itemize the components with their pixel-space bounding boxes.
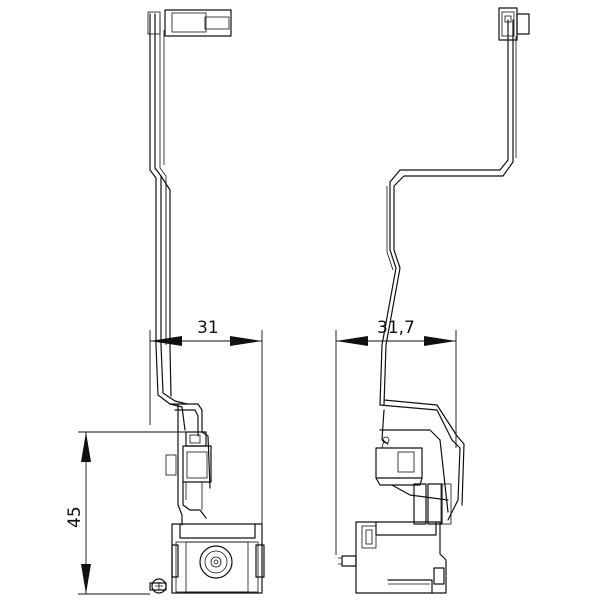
left-base-block <box>149 523 265 594</box>
left-width-label: 31 <box>197 318 219 338</box>
right-wire <box>379 19 517 406</box>
right-top-connector <box>498 7 530 41</box>
right-view: 31,7 <box>335 7 530 594</box>
left-width-dimension: 31 <box>150 318 262 346</box>
left-top-connector <box>147 9 232 37</box>
height-dimension: 45 <box>65 431 188 595</box>
right-width-dimension: 31,7 <box>336 318 456 346</box>
left-wire <box>149 13 188 431</box>
height-label: 45 <box>65 506 85 528</box>
left-view: 31 45 <box>65 9 265 595</box>
right-width-label: 31,7 <box>377 318 415 338</box>
left-latch-assembly <box>165 403 212 526</box>
right-latch-assembly <box>375 399 465 525</box>
right-base-block <box>338 521 447 594</box>
